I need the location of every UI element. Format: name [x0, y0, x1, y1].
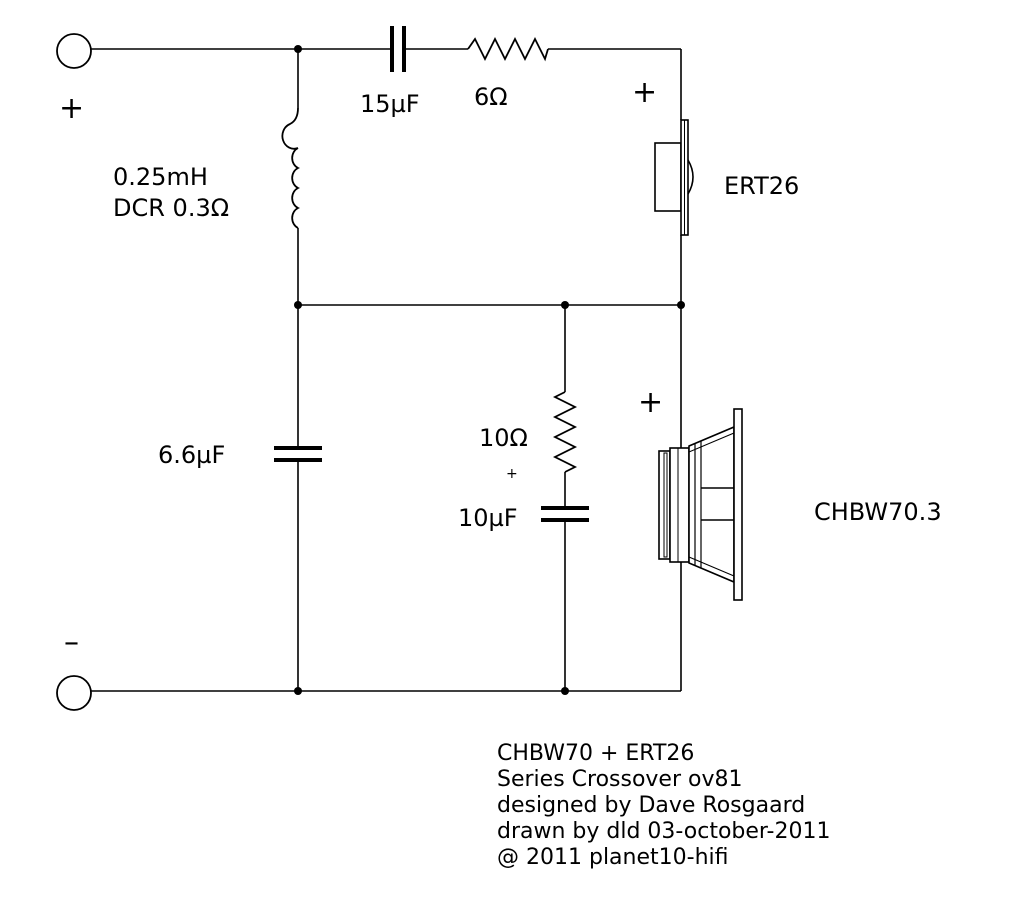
shunt-capacitor-label: 6.6µF — [158, 441, 225, 469]
zobel-capacitor — [541, 506, 589, 522]
notes-block: CHBW70 + ERT26 Series Crossover ov81 des… — [497, 741, 830, 870]
positive-terminal-sign: + — [59, 91, 84, 126]
inductor — [281, 107, 300, 229]
negative-terminal — [56, 675, 92, 711]
note-line: Series Crossover ov81 — [497, 767, 742, 792]
zobel-resistor-label: 10Ω — [479, 424, 528, 452]
note-line: CHBW70 + ERT26 — [497, 741, 694, 766]
note-line: designed by Dave Rosgaard — [497, 793, 805, 818]
junction-dots — [294, 45, 685, 695]
inductor-dcr-label: DCR 0.3Ω — [113, 194, 229, 222]
woofer-name-label: CHBW70.3 — [814, 498, 942, 526]
note-line: @ 2011 planet10-hifi — [497, 845, 728, 870]
zobel-capacitor-polarity: + — [506, 466, 518, 482]
series-capacitor-label: 15µF — [360, 90, 420, 118]
wires — [91, 48, 682, 692]
tweeter-driver — [654, 119, 694, 236]
woofer-polarity: + — [638, 385, 663, 420]
series-resistor — [467, 36, 549, 62]
tweeter-name-label: ERT26 — [724, 172, 799, 200]
positive-terminal — [56, 33, 92, 69]
woofer-driver — [658, 408, 743, 601]
series-resistor-label: 6Ω — [474, 83, 508, 111]
shunt-capacitor — [274, 446, 322, 462]
series-capacitor — [390, 26, 406, 72]
tweeter-polarity: + — [632, 75, 657, 110]
negative-terminal-sign: – — [64, 625, 79, 660]
zobel-capacitor-label: 10µF — [458, 504, 518, 532]
note-line: drawn by dld 03-october-2011 — [497, 819, 830, 844]
zobel-resistor — [552, 391, 578, 473]
inductor-value-label: 0.25mH — [113, 163, 208, 191]
